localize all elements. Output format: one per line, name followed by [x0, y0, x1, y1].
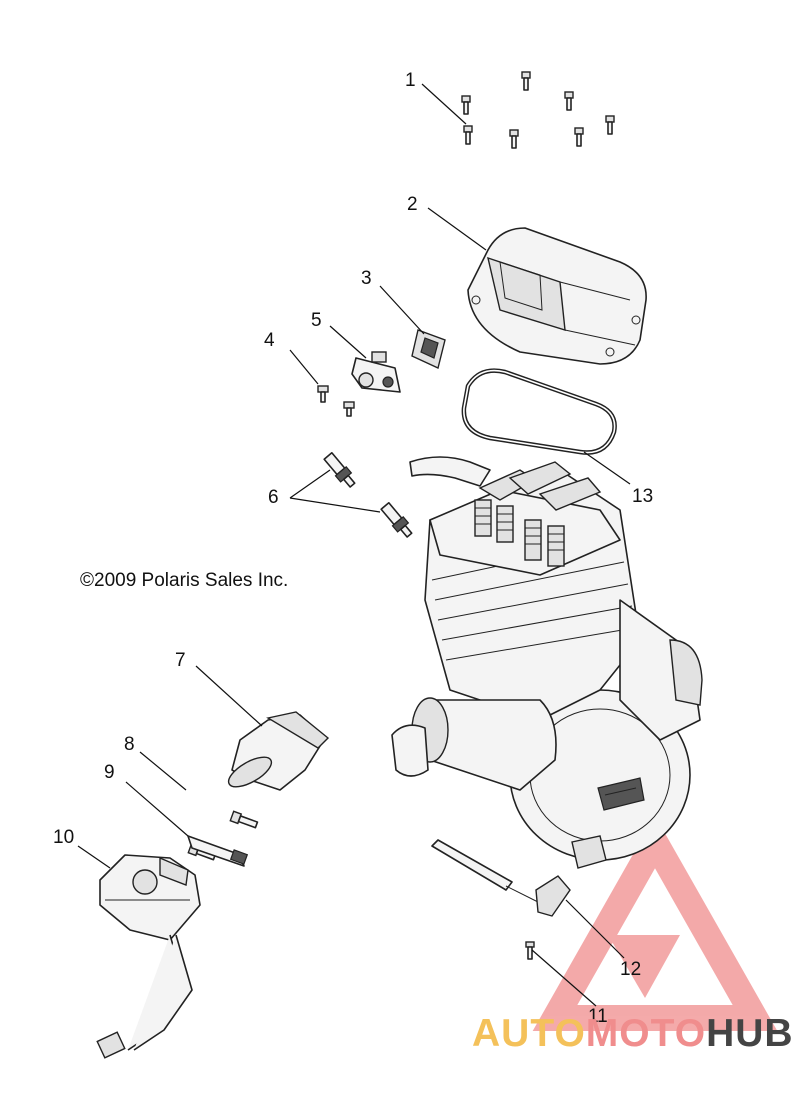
watermark-text: AUTOMOTOHUB	[472, 1012, 794, 1056]
valve-cover-part	[467, 227, 647, 365]
callout-11: 11	[588, 1006, 608, 1027]
valve-springs-icon	[474, 499, 565, 567]
position-sensor-part	[431, 839, 571, 917]
callout-8: 8	[124, 734, 135, 755]
sensor-bolt-part	[525, 941, 535, 960]
leader-lines	[77, 83, 631, 1007]
callout-7: 7	[175, 650, 186, 671]
spark-plugs-part	[323, 451, 413, 538]
callout-13: 13	[632, 486, 653, 507]
callout-5: 5	[311, 310, 322, 331]
copyright-notice: ©2009 Polaris Sales Inc.	[80, 570, 289, 591]
hose-part	[187, 835, 249, 867]
callout-4: 4	[264, 330, 275, 351]
callout-3: 3	[361, 268, 372, 289]
callout-12: 12	[620, 959, 641, 980]
callout-10: 10	[53, 827, 74, 848]
cover-gasket-part	[461, 368, 617, 455]
sensor-part	[351, 351, 401, 393]
cover-bolts-part	[461, 71, 615, 149]
intake-boot-part	[227, 711, 330, 791]
callout-1: 1	[405, 70, 416, 91]
watermark-part-moto: MOTO	[585, 1012, 707, 1055]
callout-2: 2	[407, 194, 418, 215]
callout-9: 9	[104, 762, 115, 783]
watermark-logo-icon	[532, 815, 778, 1031]
engine-assembly-part	[391, 456, 703, 869]
watermark-part-auto: AUTO	[472, 1012, 586, 1055]
breather-gasket-part	[411, 329, 446, 369]
sensor-bolts-part	[317, 385, 355, 417]
callout-6: 6	[268, 487, 279, 508]
watermark-part-hub: HUB	[706, 1012, 794, 1055]
callout-labels: 1 2 3 4 5 6 7 8 9 10 11 12 13	[53, 70, 653, 1027]
throttle-body-part	[96, 854, 201, 1059]
